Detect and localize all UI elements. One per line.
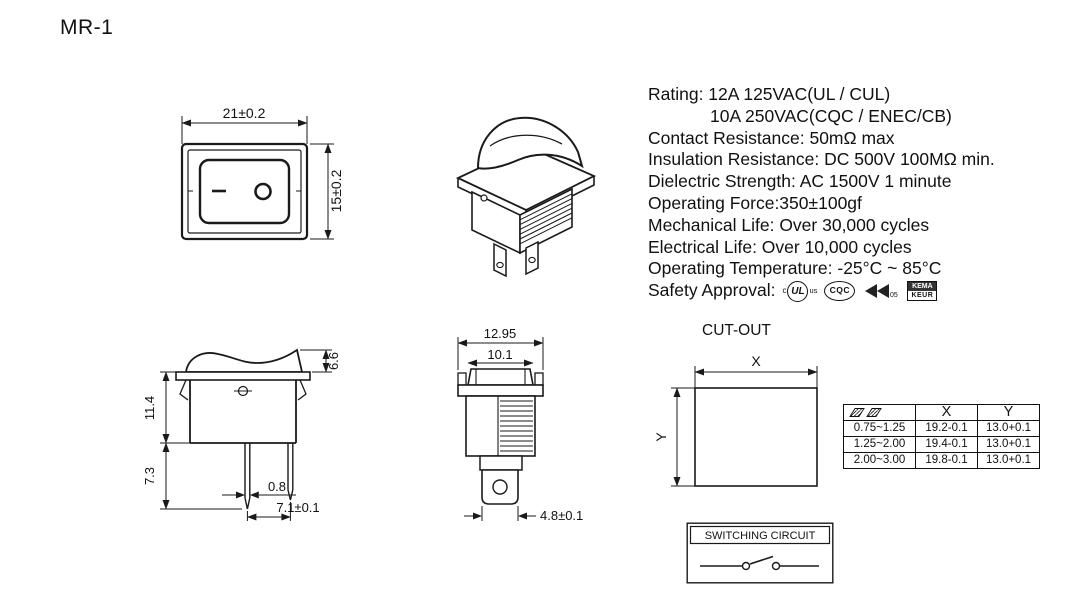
table-row: 2.00~3.00 19.8-0.1 13.0+0.1 [843, 452, 1040, 469]
table-row: 0.75~1.25 19.2-0.1 13.0+0.1 [843, 420, 1040, 437]
side-view-drawing: 6.6 11.4 7.3 0.8 7.1±0.1 [142, 348, 341, 521]
side-dim-pin-width: 0.8 [222, 479, 296, 499]
table-header-row: X Y [843, 404, 1040, 421]
front-width-dim-label: 21±0.2 [223, 105, 266, 121]
spec-rating-line1: Rating: 12A 125VAC(UL / CUL) [648, 84, 891, 104]
kema-line2: KEUR [911, 292, 934, 300]
section-terminal-width-label: 4.8±0.1 [540, 508, 583, 523]
side-body-height-label: 11.4 [142, 396, 157, 420]
spec-rating-line2: 10A 250VAC(CQC / ENEC/CB) [710, 105, 952, 126]
side-dim-rocker-height [300, 349, 332, 373]
spec-contact-resistance: Contact Resistance: 50mΩ max [648, 127, 895, 148]
enec-arrows-icon: 05 [865, 284, 898, 299]
x-cell: 19.8-0.1 [915, 452, 978, 469]
iso-terminals [493, 240, 539, 278]
y-cell: 13.0+0.1 [977, 420, 1040, 437]
front-height-dimension [310, 143, 334, 240]
thickness-cell: 1.25~2.00 [843, 436, 916, 453]
switch-front-outline [180, 142, 309, 241]
panel-thickness-icon [849, 408, 882, 417]
switching-circuit-label-border [689, 525, 831, 545]
spec-operating-temperature: Operating Temperature: -25°C ~ 85°C [648, 258, 942, 279]
cutout-y-label: Y [653, 432, 669, 442]
side-pins [244, 443, 294, 510]
cqc-mark: CQC [824, 281, 856, 302]
section-overall-width-label: 12.95 [484, 326, 517, 341]
side-body-outline [175, 348, 311, 444]
side-dim-pin-length [160, 442, 242, 510]
front-width-dimension [181, 116, 308, 144]
cul-us-mark: c UL us [782, 280, 817, 302]
cutout-x-dimension [694, 366, 818, 388]
front-view-drawing: 21±0.2 15±0.2 [180, 105, 344, 241]
section-view-drawing: 12.95 10.1 4.8±0.1 [457, 326, 583, 523]
x-cell: 19.4-0.1 [915, 436, 978, 453]
ul-letters: UL [791, 285, 805, 297]
panel-thickness-header [843, 404, 916, 421]
spec-electrical-life: Electrical Life: Over 10,000 cycles [648, 236, 912, 257]
cutout-title: CUT-OUT [702, 322, 771, 339]
isometric-view-drawing [455, 116, 597, 278]
section-dim-terminal-width: 4.8±0.1 [464, 506, 583, 523]
spec-insulation-resistance: Insulation Resistance: DC 500V 100MΩ min… [648, 149, 995, 170]
y-cell: 13.0+0.1 [977, 436, 1040, 453]
y-cell: 13.0+0.1 [977, 452, 1040, 469]
front-height-dim-label: 15±0.2 [328, 169, 344, 212]
iso-rocker [476, 116, 584, 170]
cutout-rectangle [694, 387, 818, 487]
spec-dielectric-strength: Dielectric Strength: AC 1500V 1 minute [648, 171, 952, 192]
ul-prefix: c [782, 286, 787, 296]
enec-05-mark: 05 [862, 282, 900, 300]
ul-suffix: us [809, 286, 818, 296]
cutout-x-label: X [751, 353, 761, 369]
side-pin-width-label: 0.8 [268, 479, 286, 494]
thickness-cell: 0.75~1.25 [843, 420, 916, 437]
spst-switch-symbol [700, 555, 819, 571]
spec-mechanical-life: Mechanical Life: Over 30,000 cycles [648, 214, 930, 235]
cutout-dimension-table: X Y 0.75~1.25 19.2-0.1 13.0+0.1 1.25~2.0… [843, 404, 1040, 469]
specifications-block: Rating: 12A 125VAC(UL / CUL) 10A 250VAC(… [648, 84, 1070, 302]
rocker-on-off-symbols [212, 182, 272, 201]
safety-approval-label: Safety Approval: [648, 280, 776, 301]
cutout-y-dimension [671, 387, 695, 487]
side-pin-length-label: 7.3 [142, 467, 157, 485]
x-cell: 19.2-0.1 [915, 420, 978, 437]
table-row: 1.25~2.00 19.4-0.1 13.0+0.1 [843, 436, 1040, 453]
enec-number: 05 [890, 292, 898, 299]
kema-keur-mark: KEMA KEUR [907, 281, 938, 302]
spec-operating-force: Operating Force:350±100gf [648, 192, 862, 213]
section-opening-width-label: 10.1 [487, 347, 512, 362]
thickness-cell: 2.00~3.00 [843, 452, 916, 469]
side-rocker-height-label: 6.6 [326, 352, 341, 370]
part-number-title: MR-1 [60, 16, 114, 39]
section-body-outline [457, 368, 544, 505]
safety-approval-marks: c UL us CQC 05 KEMA KEUR [782, 280, 938, 302]
iso-body [471, 187, 573, 255]
kema-line1: KEMA [908, 282, 937, 292]
side-dim-pin-pitch: 7.1±0.1 [246, 500, 320, 521]
spec-safety-approval: Safety Approval: c UL us CQC 05 [648, 280, 1070, 302]
ul-circle-icon: UL [787, 280, 809, 302]
cutout-diagram: X Y [653, 353, 818, 487]
col-x-header: X [915, 404, 978, 421]
switching-circuit-box: SWITCHING CIRCUIT [686, 522, 834, 584]
section-dim-overall-width [457, 337, 544, 370]
switching-circuit-label: SWITCHING CIRCUIT [705, 530, 816, 542]
col-y-header: Y [977, 404, 1040, 421]
side-pin-pitch-label: 7.1±0.1 [276, 500, 319, 515]
